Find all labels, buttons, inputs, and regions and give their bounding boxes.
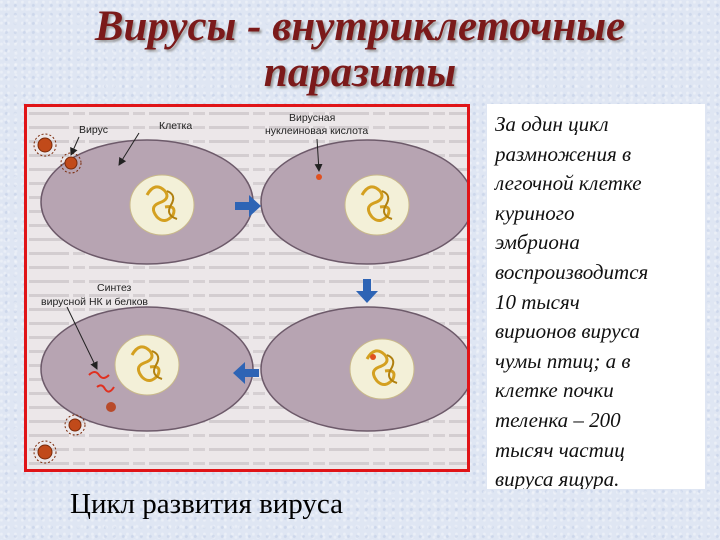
virus-cycle-diagram: Вирус Клетка Вирусная нуклеиновая кислот… (24, 104, 470, 472)
title-line-1: Вирусы - внутриклеточные (40, 4, 680, 50)
label-nucleic-acid-2: нуклеиновая кислота (265, 125, 368, 137)
info-text-box: За один цикл размножения в легочной клет… (487, 104, 705, 489)
label-cell: Клетка (159, 120, 192, 132)
info-line: куриного (495, 199, 697, 229)
info-line: 10 тысяч (495, 288, 697, 318)
diagram-caption: Цикл развития вируса (70, 488, 343, 521)
diagram-canvas: Вирус Клетка Вирусная нуклеиновая кислот… (27, 107, 467, 469)
label-synthesis-2: вирусной НК и белков (41, 296, 148, 308)
info-line: легочной клетке (495, 169, 697, 199)
cell-stage-2 (261, 140, 467, 264)
info-line: клетке почки (495, 376, 697, 406)
label-virus: Вирус (79, 124, 108, 136)
info-line: воспроизводится (495, 258, 697, 288)
info-line: теленка – 200 (495, 406, 697, 436)
info-line: эмбриона (495, 228, 697, 258)
info-line: чумы птиц; а в (495, 347, 697, 377)
title-line-2: паразиты (40, 50, 680, 96)
info-line: вирионов вируса (495, 317, 697, 347)
cell-stage-3 (261, 307, 467, 431)
label-synthesis-1: Синтез (97, 282, 132, 294)
slide-title: Вирусы - внутриклеточные паразиты (40, 4, 680, 96)
info-line: тысяч частиц (495, 436, 697, 466)
info-line: За один цикл (495, 110, 697, 140)
cell-stage-4 (41, 307, 253, 431)
info-line: вируса ящура. (495, 465, 697, 489)
label-nucleic-acid-1: Вирусная (289, 112, 335, 124)
info-line: размножения в (495, 140, 697, 170)
